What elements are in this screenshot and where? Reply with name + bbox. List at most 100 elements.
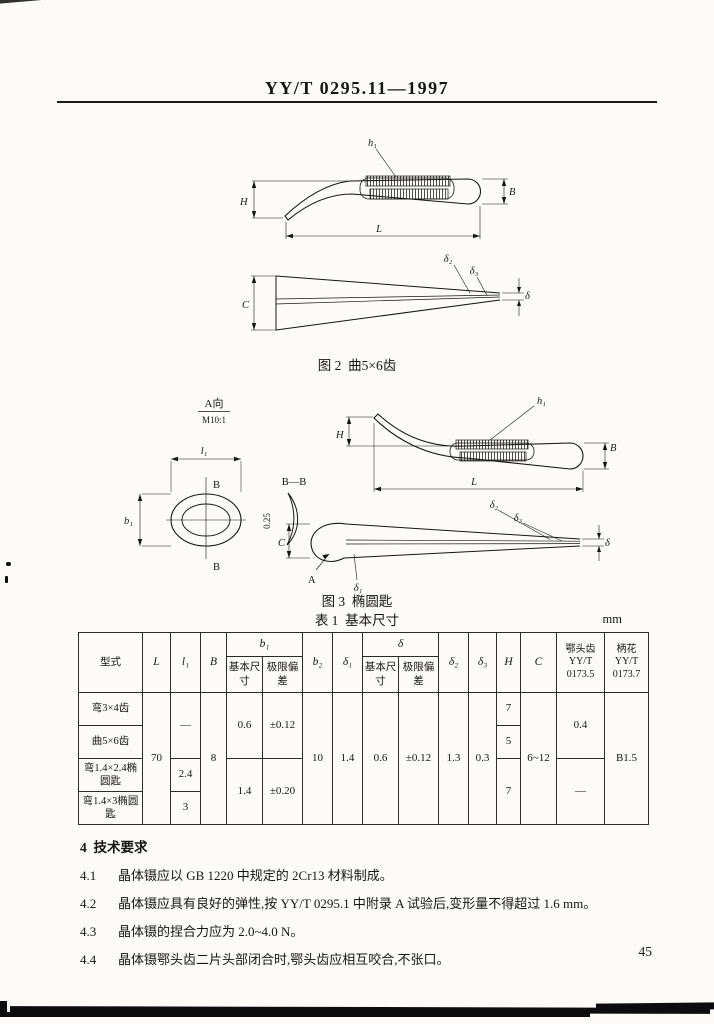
cell-jaw-bottom: — bbox=[556, 758, 606, 825]
cell-type-r1: 弯3×4齿 bbox=[78, 692, 143, 726]
figure3-detail-view: A向 M10:1 l₁ B B b₁ B—B 0.25 bbox=[124, 396, 307, 573]
dim-label-025: 0.25 bbox=[262, 513, 272, 529]
scan-artifact-top-left bbox=[0, 0, 49, 4]
requirement-number: 4.4 bbox=[80, 952, 97, 967]
scan-artifact-bottom-band bbox=[0, 1012, 590, 1017]
dim-label-b1: b₁ bbox=[124, 516, 133, 527]
requirement-number: 4.3 bbox=[80, 924, 97, 939]
standard-number: YY/T 0295.11—1997 bbox=[264, 78, 450, 98]
cell-l1-r3: 2.4 bbox=[170, 758, 201, 792]
dimension-lines bbox=[346, 405, 609, 492]
tweezers-body-outline bbox=[373, 413, 584, 470]
l1-dimension bbox=[170, 458, 242, 492]
scan-artifact-left-dash bbox=[5, 576, 8, 583]
figure3-profile-view: C A δ₁ δ₂ δ₃ δ bbox=[278, 500, 611, 594]
header-delta3: δ₃ bbox=[468, 632, 498, 693]
cell-C: 6~12 bbox=[520, 692, 558, 825]
requirement-item: 4.3 晶体镊的捏合力应为 2.0~4.0 N。 bbox=[80, 921, 646, 940]
scale-label: M10:1 bbox=[202, 415, 226, 425]
dimension-lines bbox=[286, 509, 604, 581]
cell-type-r2: 曲5×6齿 bbox=[78, 725, 143, 759]
header-jaw-teeth: 鄂头齿 YY/T 0173.5 bbox=[556, 632, 606, 693]
cell-b2: 10 bbox=[302, 692, 333, 825]
dim-label-delta1: δ₁ bbox=[354, 583, 363, 594]
header-b2: b₂ bbox=[302, 632, 333, 693]
cell-type-r3: 弯1.4×2.4椭圆匙 bbox=[78, 758, 143, 792]
view-arrow-label-A: A bbox=[308, 575, 316, 586]
cell-b1-tol-top: ±0.12 bbox=[262, 692, 303, 759]
cell-type-r4: 弯1.4×3椭圆匙 bbox=[78, 791, 143, 825]
header-delta-tolerance: 极限偏差 bbox=[397, 656, 440, 693]
cell-delta-tol: ±0.12 bbox=[397, 692, 440, 825]
requirement-text: 晶体镊的捏合力应为 2.0~4.0 N。 bbox=[118, 924, 304, 939]
dim-label-C: C bbox=[242, 300, 250, 311]
cell-handle: B1.5 bbox=[604, 692, 650, 825]
section-label-B-bottom: B bbox=[213, 562, 220, 573]
dim-label-delta2: δ₂ bbox=[490, 500, 499, 511]
dim-label-H: H bbox=[239, 197, 249, 208]
header-handle-pattern: 柄花 YY/T 0173.7 bbox=[604, 632, 650, 693]
taper-outline bbox=[310, 522, 581, 562]
header-delta: δ bbox=[361, 632, 440, 657]
taper-outline bbox=[275, 275, 501, 331]
requirement-item: 4.4 晶体镊鄂头齿二片头部闭合时,鄂头齿应相互咬合,不张口。 bbox=[80, 949, 646, 968]
dim-label-delta: δ bbox=[605, 538, 611, 549]
header-C: C bbox=[520, 632, 558, 693]
dim-label-delta2: δ₂ bbox=[444, 254, 453, 265]
dim-label-B: B bbox=[509, 187, 516, 198]
table-title: 表 1 基本尺寸 bbox=[314, 613, 400, 628]
dim-label-L: L bbox=[470, 477, 477, 488]
dimensions-table: 型式 L l₁ B b₁ b₂ δ₁ δ δ₂ δ₃ H C 鄂头齿 YY/T … bbox=[78, 632, 650, 825]
scan-artifact-bottom-band bbox=[595, 1002, 714, 1011]
b1-arrows bbox=[137, 494, 143, 546]
header-delta2: δ₂ bbox=[438, 632, 470, 693]
figure3-caption: 图 3 椭圆匙 bbox=[321, 594, 393, 609]
dimension-arrows bbox=[251, 276, 521, 330]
requirement-number: 4.2 bbox=[80, 896, 97, 911]
header-delta-basic: 基本尺寸 bbox=[362, 656, 399, 693]
header-b1-basic: 基本尺寸 bbox=[226, 656, 263, 693]
requirement-text: 晶体镊应以 GB 1220 中规定的 2Cr13 材料制成。 bbox=[118, 868, 393, 883]
requirement-item: 4.2 晶体镊应具有良好的弹性,按 YY/T 0295.1 中附录 A 试验后,变… bbox=[80, 893, 646, 912]
cell-delta1: 1.4 bbox=[332, 692, 363, 825]
figure2-profile-view: C δ₂ δ₃ δ bbox=[242, 254, 531, 331]
serration-band-upper bbox=[455, 439, 529, 450]
b1-dimension bbox=[139, 493, 171, 547]
header-L: L bbox=[142, 632, 171, 693]
serration-band-upper bbox=[365, 175, 451, 187]
figure2-side-view: H h₁ L B bbox=[239, 138, 516, 239]
tweezers-body-outline bbox=[284, 178, 482, 221]
scan-artifact-left-dot bbox=[6, 562, 11, 566]
l1-arrows bbox=[171, 456, 241, 462]
cell-b1-tol-bottom: ±0.20 bbox=[262, 758, 303, 825]
section-profile bbox=[286, 492, 299, 546]
header-delta1: δ₁ bbox=[332, 632, 363, 693]
cell-b1-basic-top: 0.6 bbox=[226, 692, 263, 759]
figure3-side-view: h₁ H L B bbox=[335, 396, 617, 492]
header-type: 型式 bbox=[78, 632, 143, 693]
dimension-arrows bbox=[346, 417, 608, 492]
header-H: H bbox=[496, 632, 522, 693]
serration-band-lower bbox=[459, 451, 527, 462]
dimension-arrows bbox=[251, 179, 507, 239]
section-title: B—B bbox=[282, 477, 307, 488]
dim-label-H: H bbox=[335, 430, 345, 441]
header-l1: l₁ bbox=[170, 632, 201, 693]
cell-delta2: 1.3 bbox=[438, 692, 470, 825]
cell-H-r2: 5 bbox=[496, 725, 522, 759]
cell-l1-top: — bbox=[170, 692, 201, 759]
cell-l1-r4: 3 bbox=[170, 791, 201, 825]
header-b1-tolerance: 极限偏差 bbox=[262, 656, 303, 693]
requirement-text: 晶体镊应具有良好的弹性,按 YY/T 0295.1 中附录 A 试验后,变形量不… bbox=[118, 896, 597, 911]
cell-b1-basic-bottom: 1.4 bbox=[226, 758, 263, 825]
dim-label-B: B bbox=[610, 443, 617, 454]
requirement-text: 晶体镊鄂头齿二片头部闭合时,鄂头齿应相互咬合,不张口。 bbox=[118, 952, 450, 967]
dim-label-h1: h₁ bbox=[537, 396, 546, 407]
header-B: B bbox=[200, 632, 227, 693]
dim-label-h1: h₁ bbox=[368, 138, 377, 149]
cell-H-r1: 7 bbox=[496, 692, 522, 726]
dim-label-L: L bbox=[375, 224, 382, 235]
